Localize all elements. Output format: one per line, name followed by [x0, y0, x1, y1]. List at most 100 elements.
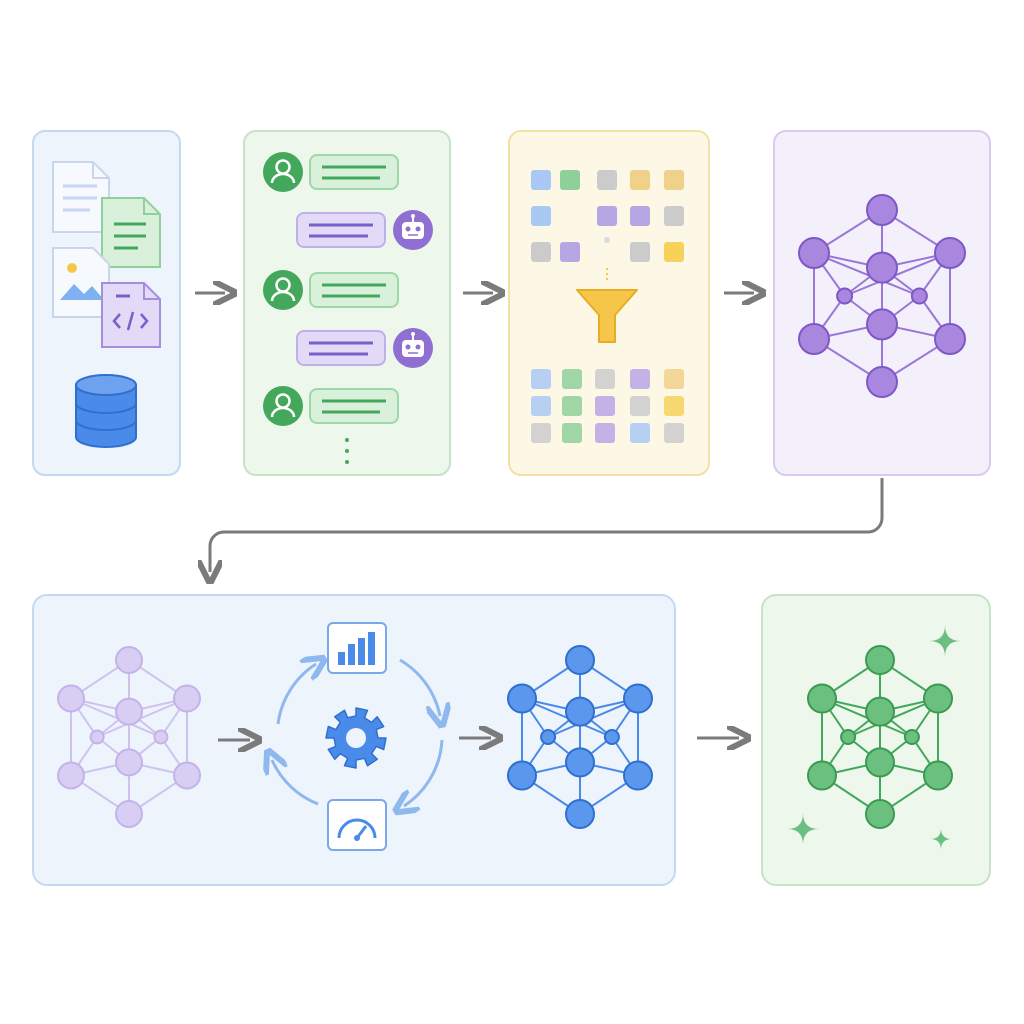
network-node	[865, 747, 895, 778]
image-file-icon	[52, 247, 110, 318]
stage-base-model	[773, 130, 991, 476]
data-sample	[630, 242, 650, 262]
network-node	[565, 696, 595, 727]
neural-network-icon	[57, 646, 201, 828]
filtered-sample	[595, 369, 615, 389]
network-node	[565, 645, 595, 675]
robot-avatar-icon	[393, 210, 433, 250]
network-node	[910, 287, 928, 305]
network-node	[934, 323, 966, 355]
filtered-sample	[664, 369, 684, 389]
network-node	[89, 729, 105, 745]
network-node	[934, 237, 966, 269]
filtered-sample	[531, 396, 551, 416]
network-node	[540, 729, 557, 745]
network-edge	[96, 697, 188, 738]
filtered-sample	[562, 396, 582, 416]
network-node	[865, 799, 895, 829]
stage-final-model	[761, 594, 991, 886]
filtered-sample	[630, 423, 650, 443]
sparkle-icon	[929, 625, 961, 657]
network-node	[115, 800, 143, 828]
stage-panel	[761, 594, 991, 886]
network-node	[57, 761, 85, 790]
data-sample	[597, 170, 617, 190]
network-edge	[844, 252, 951, 297]
network-node	[565, 799, 595, 829]
data-sample	[560, 242, 580, 262]
network-node	[865, 645, 895, 675]
network-node	[173, 761, 201, 790]
network-node	[865, 696, 895, 727]
data-sample	[664, 170, 684, 190]
network-node	[798, 323, 830, 355]
network-node	[565, 747, 595, 778]
data-sample	[597, 206, 617, 226]
data-sample	[664, 206, 684, 226]
data-sample	[531, 206, 551, 226]
data-sample	[630, 206, 650, 226]
user-avatar-icon	[263, 386, 303, 426]
user-avatar-icon	[263, 270, 303, 310]
data-sample	[560, 170, 580, 190]
stage-training-loop	[32, 594, 676, 886]
gear-icon	[325, 707, 387, 769]
network-node	[115, 646, 143, 674]
filtered-sample	[531, 423, 551, 443]
assistant-message	[296, 210, 433, 250]
user-message	[263, 270, 399, 310]
code-file-icon	[101, 282, 161, 348]
neural-network-icon	[798, 194, 966, 398]
network-node	[866, 308, 898, 341]
network-node	[807, 760, 837, 791]
filtered-sample	[531, 369, 551, 389]
network-node	[903, 729, 920, 745]
database-icon	[75, 374, 137, 448]
network-node	[866, 366, 898, 398]
network-node	[603, 729, 620, 745]
filtered-sample	[630, 396, 650, 416]
ellipsis-icon	[345, 438, 349, 464]
funnel-icon	[576, 237, 638, 343]
network-node	[798, 237, 830, 269]
filtered-sample	[562, 423, 582, 443]
network-node	[623, 760, 653, 791]
filtered-sample	[595, 396, 615, 416]
network-node	[507, 683, 537, 714]
network-node	[115, 697, 143, 726]
network-node	[807, 683, 837, 714]
cycle-arrows-icon	[272, 660, 442, 806]
network-node	[923, 760, 953, 791]
robot-avatar-icon	[393, 328, 433, 368]
network-node	[836, 287, 854, 305]
sparkle-icon	[930, 828, 952, 850]
network-node	[923, 683, 953, 714]
user-message	[263, 386, 399, 426]
data-sample	[531, 170, 551, 190]
network-node	[623, 683, 653, 714]
assistant-message	[296, 328, 433, 368]
document-icon	[52, 161, 110, 233]
network-node	[840, 729, 857, 745]
filtered-sample	[664, 423, 684, 443]
network-node	[173, 684, 201, 713]
gauge-icon	[327, 799, 387, 851]
stage-conversations	[243, 130, 451, 476]
network-node	[57, 684, 85, 713]
neural-network-icon	[807, 645, 953, 829]
stage-filtering	[508, 130, 710, 476]
network-edge	[70, 697, 162, 738]
network-edge	[813, 252, 920, 297]
filtered-sample	[562, 369, 582, 389]
network-node	[866, 194, 898, 226]
network-node	[153, 729, 169, 745]
data-sample	[664, 242, 684, 262]
green-document-icon	[101, 197, 161, 268]
filtered-sample	[630, 369, 650, 389]
filtered-sample	[595, 423, 615, 443]
sparkle-icon	[787, 813, 819, 845]
stage-data-sources	[32, 130, 181, 476]
data-sample	[531, 242, 551, 262]
